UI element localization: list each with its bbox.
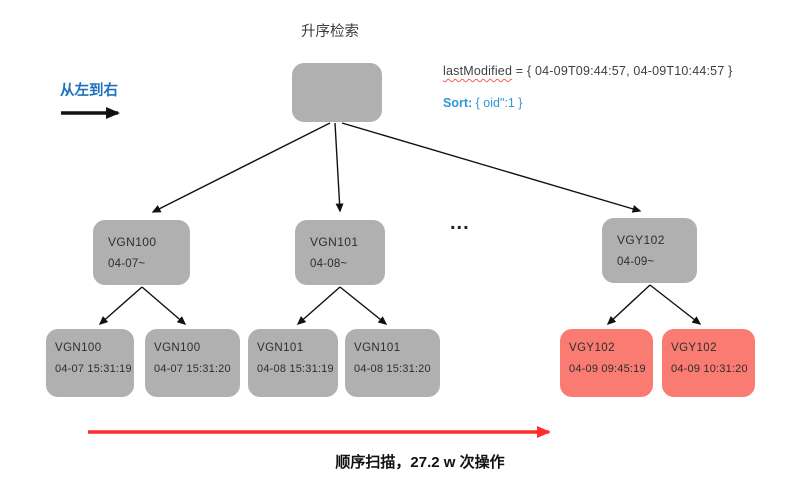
leaf-node-5-highlighted: VGY102 04-09 09:45:19 — [560, 329, 653, 397]
branch-node-subtitle: 04-08~ — [310, 258, 348, 270]
root-node — [292, 63, 382, 122]
branch-node-vgn101: VGN101 04-08~ — [295, 220, 385, 285]
ellipsis-more-branches: ... — [450, 212, 470, 234]
leaf-node-subtitle: 04-07 15:31:19 — [55, 363, 132, 375]
leaf-node-subtitle: 04-09 10:31:20 — [671, 363, 748, 375]
leaf-node-4: VGN101 04-08 15:31:20 — [345, 329, 440, 397]
sort-annotation: Sort: { oid":1 } — [443, 96, 522, 110]
leaf-node-3: VGN101 04-08 15:31:19 — [248, 329, 338, 397]
sort-label: Sort: — [443, 96, 473, 110]
edge-branch3-leaf6 — [649, 284, 702, 325]
page-title: 升序检索 — [301, 24, 359, 40]
branch-node-title: VGN100 — [108, 235, 157, 249]
leaf-node-title: VGN101 — [354, 342, 401, 354]
query-annotation: lastModified = { 04-09T09:44:57, 04-09T1… — [443, 64, 733, 78]
leaf-node-title: VGY102 — [671, 342, 717, 354]
direction-label: 从左到右 — [60, 83, 118, 99]
leaf-node-6-highlighted: VGY102 04-09 10:31:20 — [662, 329, 755, 397]
leaf-node-subtitle: 04-08 15:31:19 — [257, 363, 334, 375]
leaf-node-subtitle: 04-08 15:31:20 — [354, 363, 431, 375]
leaf-node-title: VGN100 — [154, 342, 201, 354]
branch-node-title: VGY102 — [617, 233, 665, 247]
leaf-node-title: VGN100 — [55, 342, 102, 354]
edge-branch1-leaf1 — [98, 286, 143, 325]
query-field-name: lastModified — [443, 64, 513, 78]
branch-node-vgn100: VGN100 04-07~ — [93, 220, 190, 285]
branch-node-subtitle: 04-07~ — [108, 258, 146, 270]
leaf-node-subtitle: 04-09 09:45:19 — [569, 363, 646, 375]
edge-branch1-leaf2 — [141, 286, 187, 325]
leaf-node-title: VGY102 — [569, 342, 615, 354]
sort-value: { oid":1 } — [472, 96, 523, 110]
branch-node-vgy102: VGY102 04-09~ — [602, 218, 697, 283]
edge-root-branch3 — [341, 122, 642, 213]
leaf-node-subtitle: 04-07 15:31:20 — [154, 363, 231, 375]
edge-branch2-leaf4 — [339, 286, 388, 325]
branch-node-subtitle: 04-09~ — [617, 256, 655, 268]
query-field-value: = { 04-09T09:44:57, 04-09T10:44:57 } — [512, 64, 733, 78]
edge-branch2-leaf3 — [296, 286, 341, 325]
edge-root-branch1 — [151, 122, 331, 213]
leaf-node-1: VGN100 04-07 15:31:19 — [46, 329, 134, 397]
scan-caption: 顺序扫描，27.2 w 次操作 — [335, 454, 505, 471]
edge-root-branch2 — [334, 122, 344, 213]
edge-branch3-leaf5 — [606, 284, 651, 326]
leaf-node-title: VGN101 — [257, 342, 304, 354]
leaf-node-2: VGN100 04-07 15:31:20 — [145, 329, 240, 397]
branch-node-title: VGN101 — [310, 235, 359, 249]
